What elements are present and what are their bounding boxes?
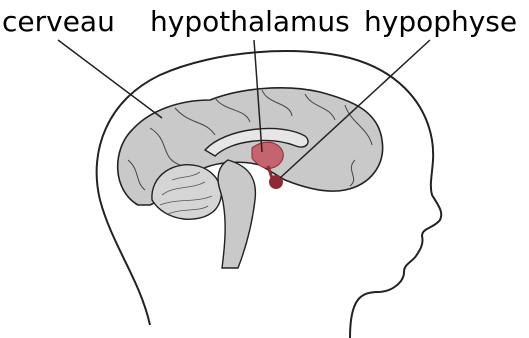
label-hypophyse: hypophyse — [364, 6, 517, 38]
label-cerveau: cerveau — [2, 6, 115, 38]
label-hypothalamus: hypothalamus — [150, 6, 350, 38]
brainstem — [218, 160, 255, 268]
leader-cerveau — [58, 40, 162, 118]
